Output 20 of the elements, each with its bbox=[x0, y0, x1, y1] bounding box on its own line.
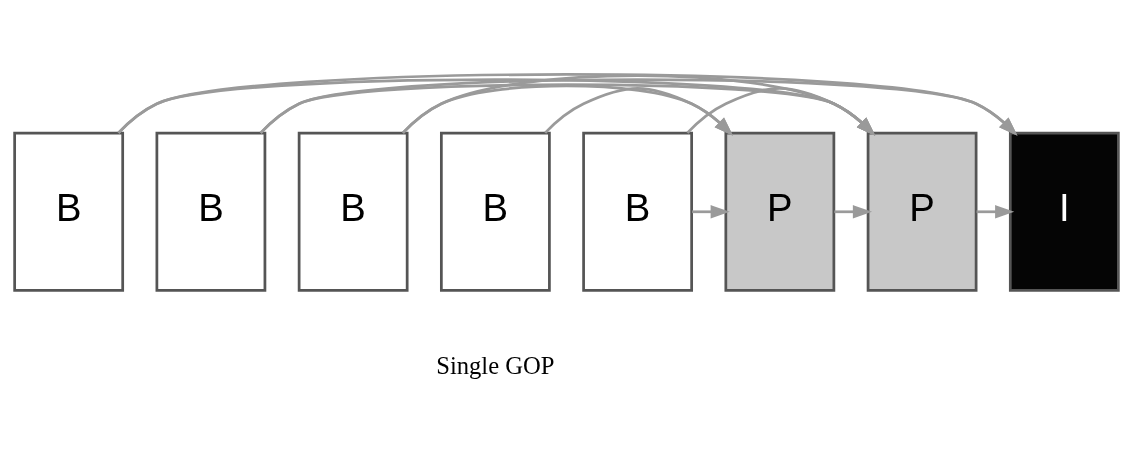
node-box: B bbox=[440, 131, 551, 292]
node-box: P bbox=[724, 131, 836, 292]
arrow bbox=[259, 83, 876, 136]
node-box: B bbox=[297, 131, 409, 292]
arrow bbox=[117, 78, 876, 136]
arrow bbox=[117, 73, 1018, 136]
arrow bbox=[692, 205, 730, 219]
arrow bbox=[834, 205, 873, 219]
node-box: P bbox=[866, 131, 978, 292]
node-box: I bbox=[1008, 131, 1120, 292]
arrow bbox=[686, 87, 876, 136]
arrow bbox=[259, 78, 1018, 136]
node-box: B bbox=[155, 131, 267, 292]
arrow bbox=[401, 84, 734, 136]
arrow bbox=[401, 74, 876, 136]
label: Single GOP bbox=[436, 352, 555, 380]
node-box: B bbox=[582, 131, 693, 292]
arrow bbox=[544, 87, 734, 136]
node-box: B bbox=[13, 131, 125, 292]
arrow bbox=[976, 205, 1015, 219]
